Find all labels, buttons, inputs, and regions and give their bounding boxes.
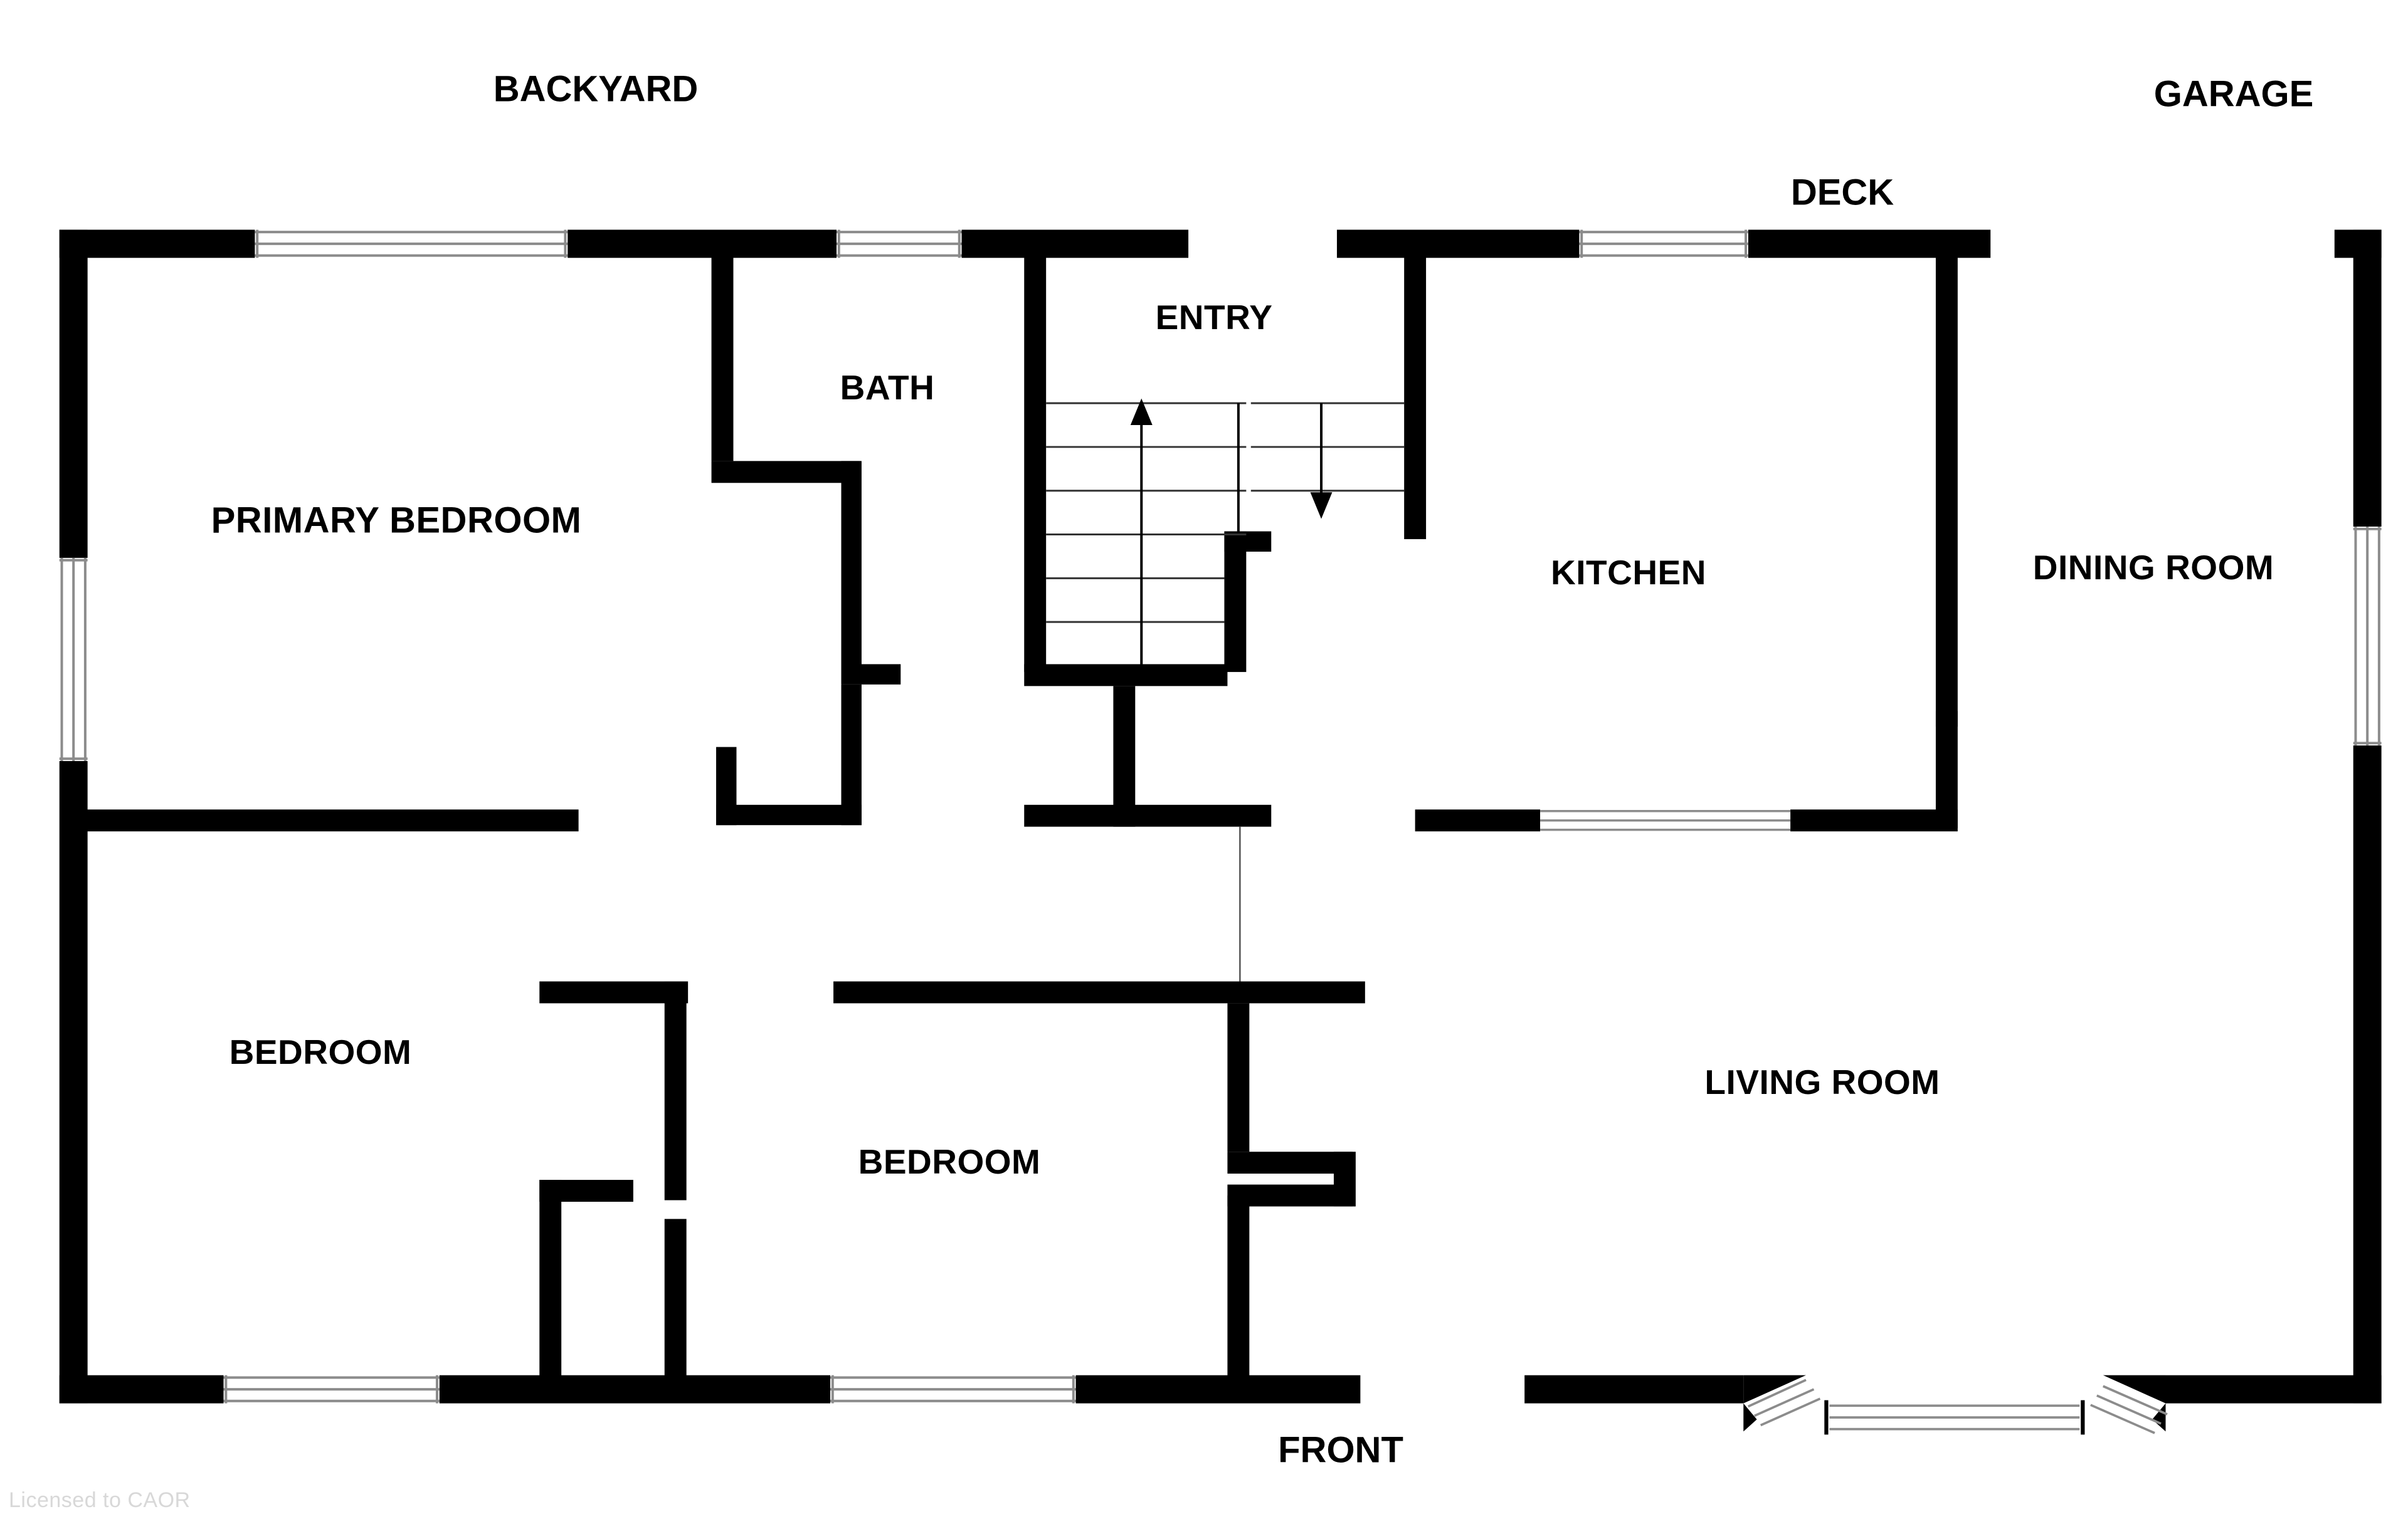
stair-down-arrow bbox=[1310, 403, 1333, 519]
room-label-dining-room: DINING ROOM bbox=[2032, 548, 2274, 587]
bedroom-center-south-window bbox=[830, 1375, 1076, 1404]
staircase bbox=[1046, 398, 1405, 665]
exterior-label-garage: GARAGE bbox=[2153, 73, 2314, 115]
room-label-bedroom-center: BEDROOM bbox=[858, 1142, 1041, 1181]
room-label-bath: BATH bbox=[840, 368, 935, 407]
living-room-bay-window bbox=[1743, 1375, 2168, 1435]
stair-up-arrow bbox=[1130, 398, 1153, 665]
bedroom-left-south-window bbox=[223, 1375, 440, 1404]
exterior-label-front: FRONT bbox=[1278, 1429, 1403, 1471]
kitchen-south-window bbox=[1540, 809, 1791, 832]
primary-bedroom-north-window bbox=[255, 229, 568, 258]
license-watermark: Licensed to CAOR bbox=[9, 1488, 191, 1512]
room-label-primary-bedroom: PRIMARY BEDROOM bbox=[211, 500, 582, 541]
room-label-kitchen: KITCHEN bbox=[1551, 553, 1706, 592]
exterior-walls bbox=[59, 229, 2382, 1432]
room-label-living-room: LIVING ROOM bbox=[1704, 1063, 1940, 1101]
room-label-bedroom-left: BEDROOM bbox=[229, 1033, 412, 1071]
bath-north-window bbox=[837, 229, 962, 258]
windows bbox=[59, 229, 2382, 1435]
dining-room-east-window bbox=[2353, 527, 2382, 746]
room-label-entry: ENTRY bbox=[1155, 298, 1273, 337]
exterior-label-deck: DECK bbox=[1790, 172, 1894, 213]
interior-walls bbox=[86, 242, 1958, 1384]
exterior-label-backyard: BACKYARD bbox=[493, 68, 699, 110]
primary-bedroom-west-window bbox=[59, 557, 88, 761]
kitchen-north-window bbox=[1579, 229, 1748, 258]
